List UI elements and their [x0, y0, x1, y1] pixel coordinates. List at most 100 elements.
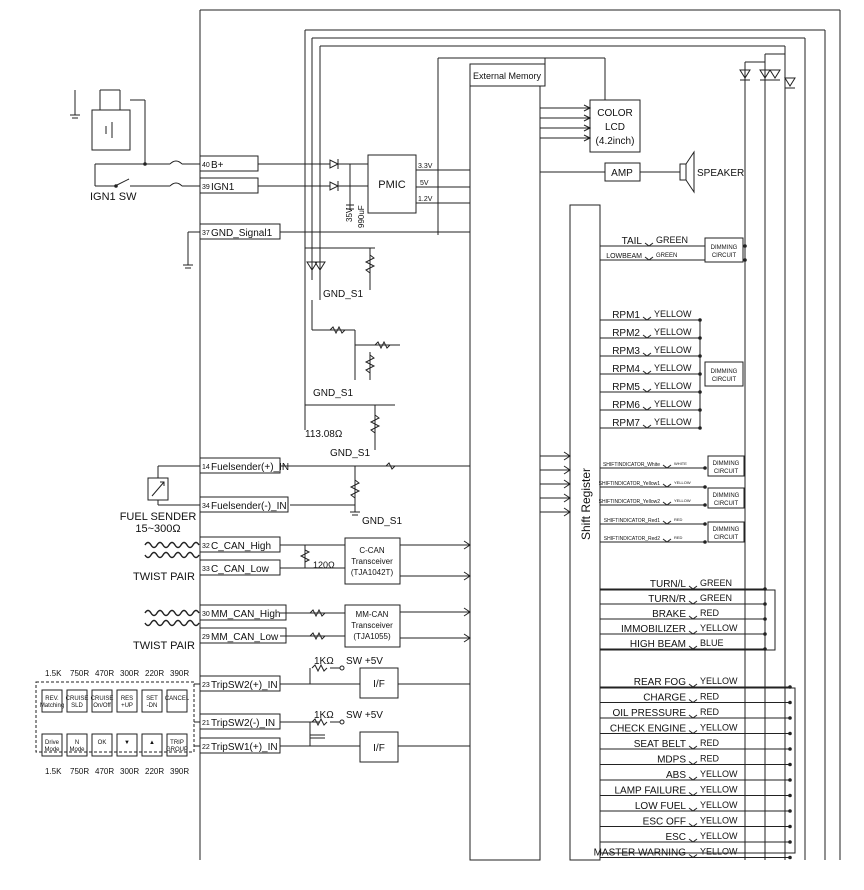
- external-memory-label: External Memory: [473, 71, 542, 81]
- dimming-label: CIRCUIT: [712, 377, 737, 383]
- switch-label: REV.: [45, 696, 59, 702]
- switch-label: Matching: [40, 703, 64, 709]
- amp-label: AMP: [611, 168, 633, 179]
- switch-label: CANCEL: [165, 696, 190, 702]
- speaker-label: SPEAKER: [697, 168, 744, 179]
- lamp-color: YELLOW: [700, 623, 738, 633]
- switch-label: Drive: [45, 740, 60, 746]
- pin-label: TripSW2(+)_IN: [211, 680, 278, 691]
- dimming-label: DIMMING: [711, 369, 738, 375]
- pmic-12v-label: 1.2V: [418, 196, 433, 203]
- speaker-cone-icon: [685, 150, 695, 194]
- gnd-s1-label-2: GND_S1: [313, 388, 353, 399]
- led-icon: [688, 854, 698, 859]
- switch-label: SET: [146, 696, 158, 702]
- switch-label: TRIP: [170, 740, 184, 746]
- led-icon: [688, 699, 698, 704]
- lamp-color: YELLOW: [700, 816, 738, 826]
- switch-label: On/Off: [93, 703, 111, 709]
- sw5v-label-2: SW +5V: [346, 710, 383, 721]
- dimming-label: DIMMING: [713, 527, 740, 533]
- pin-label: MM_CAN_High: [211, 609, 280, 620]
- pmic-5v-label: 5V: [420, 180, 429, 187]
- lamp-color: YELLOW: [654, 417, 692, 427]
- switch-resistor-value: 1.5K: [45, 669, 62, 678]
- led-icon: [688, 776, 698, 781]
- lamp-color: YELLOW: [674, 480, 691, 485]
- lamp-color: YELLOW: [674, 498, 691, 503]
- gnd-s1-label: GND_S1: [323, 289, 363, 300]
- lamp-color: YELLOW: [700, 800, 738, 810]
- mcu-block: [469, 79, 541, 861]
- dimming-label: CIRCUIT: [714, 501, 739, 507]
- pin-label: MM_CAN_Low: [211, 632, 279, 643]
- fuse-icon: [169, 160, 183, 165]
- lamp-name: ESC: [665, 832, 686, 843]
- pin-label: Fuelsender(-)_IN: [211, 501, 287, 512]
- dimming-label: DIMMING: [713, 493, 740, 499]
- pin-number: 29: [202, 634, 210, 641]
- pin-number: 32: [202, 543, 210, 550]
- pin-label: TripSW2(-)_IN: [211, 718, 275, 729]
- switch-label: Mode: [69, 747, 85, 753]
- lamp-name: RPM2: [612, 328, 640, 339]
- lamp-color: RED: [700, 707, 720, 717]
- switch-label: ▲: [149, 740, 155, 746]
- led-icon: [662, 538, 672, 543]
- pin-label: IGN1: [211, 182, 235, 193]
- led-icon: [662, 483, 672, 488]
- if-label-2: I/F: [373, 743, 385, 754]
- lamp-name: SHIFTINDICATOR_Yellow1: [599, 481, 661, 487]
- lamp-name: ABS: [666, 770, 686, 781]
- lamp-name: LOWBEAM: [606, 253, 642, 260]
- pin-label: C_CAN_Low: [211, 564, 270, 575]
- led-icon: [688, 585, 698, 590]
- lamp-name: TAIL: [622, 236, 643, 247]
- dimming-label: CIRCUIT: [714, 535, 739, 541]
- switch-resistor-value: 1.5K: [45, 767, 62, 776]
- dimming-label: CIRCUIT: [714, 469, 739, 475]
- switch-label: SLD: [71, 703, 83, 709]
- lamp-name: IMMOBILIZER: [621, 624, 686, 635]
- lamp-color: WHITE: [674, 461, 687, 466]
- lamp-color: RED: [700, 692, 720, 702]
- dimming-circuit-box: [704, 237, 744, 263]
- led-icon: [642, 316, 652, 321]
- lamp-color: GREEN: [700, 578, 732, 588]
- led-icon: [688, 714, 698, 719]
- lamp-color: YELLOW: [654, 309, 692, 319]
- led-icon: [688, 600, 698, 605]
- switch-label: GROUP: [166, 747, 188, 753]
- gnd-s1-label-4: GND_S1: [362, 516, 402, 527]
- lamp-color: RED: [700, 754, 720, 764]
- lamp-name: SEAT BELT: [634, 739, 686, 750]
- sw5v-label-1: SW +5V: [346, 656, 383, 667]
- led-icon: [642, 424, 652, 429]
- lamp-name: REAR FOG: [634, 677, 686, 688]
- lamp-row: RPM1 YELLOW: [600, 309, 702, 322]
- lamp-name: RPM1: [612, 310, 640, 321]
- pin-number: 21: [202, 720, 210, 727]
- lamp-name: TURN/R: [648, 594, 686, 605]
- fuel-sender-label: FUEL SENDER: [120, 511, 197, 523]
- top-diodes: [739, 69, 796, 89]
